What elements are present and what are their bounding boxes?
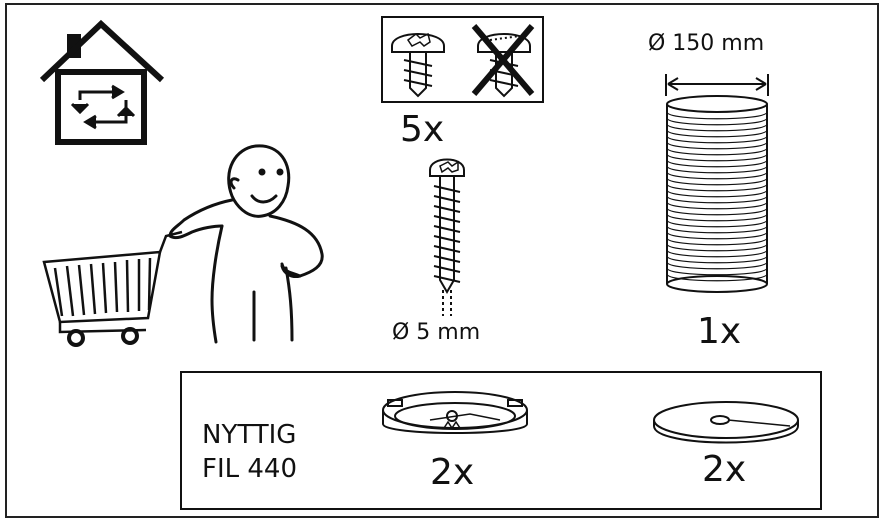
duct-ring [666,219,768,228]
duct-ring [666,267,768,276]
duct-ring [666,249,768,258]
outer-frame [5,3,879,518]
long-screw-icon [429,158,465,316]
filter-holder-ring-icon [382,391,528,434]
filter-pad-quantity-label: 2x [702,449,747,490]
duct-ring [666,141,768,150]
duct-ring [666,225,768,234]
person-figure-icon [168,144,324,344]
screw-diameter-label: Ø 5 mm [392,320,481,345]
flexible-duct-icon [665,74,769,293]
duct-quantity-label: 1x [697,311,742,352]
duct-ring [666,183,768,192]
duct-ring [666,213,768,222]
duct-ring [666,147,768,156]
duct-ring [666,207,768,216]
duct-ring [666,177,768,186]
countersunk-screw-crossed-icon [471,24,535,98]
duct-ring [666,261,768,270]
duct-ring [666,153,768,162]
filter-pad-icon [653,401,799,444]
pan-head-screw-icon [391,32,445,98]
product-name-line1: NYTTIG [202,420,297,450]
duct-ring [666,117,768,126]
screw-type-box [381,16,544,103]
screw-quantity-label: 5x [400,109,445,150]
duct-ring [666,135,768,144]
house-recirculation-icon [39,19,165,145]
duct-ring [666,171,768,180]
duct-ring [666,195,768,204]
duct-ring [666,231,768,240]
duct-ring-group [666,111,768,282]
duct-ring [666,201,768,210]
duct-ring [666,189,768,198]
duct-ring [666,255,768,264]
duct-ring [666,129,768,138]
duct-ring [666,159,768,168]
product-name-line2: FIL 440 [202,454,297,484]
duct-diameter-label: Ø 150 mm [648,31,765,56]
duct-ring [666,123,768,132]
product-box-frame [180,371,822,510]
duct-ring [666,165,768,174]
duct-ring [666,111,768,120]
duct-ring [666,243,768,252]
duct-ring [666,273,768,282]
shopping-cart-icon [42,230,183,347]
duct-ring [666,237,768,246]
filter-holder-quantity-label: 2x [430,452,475,493]
